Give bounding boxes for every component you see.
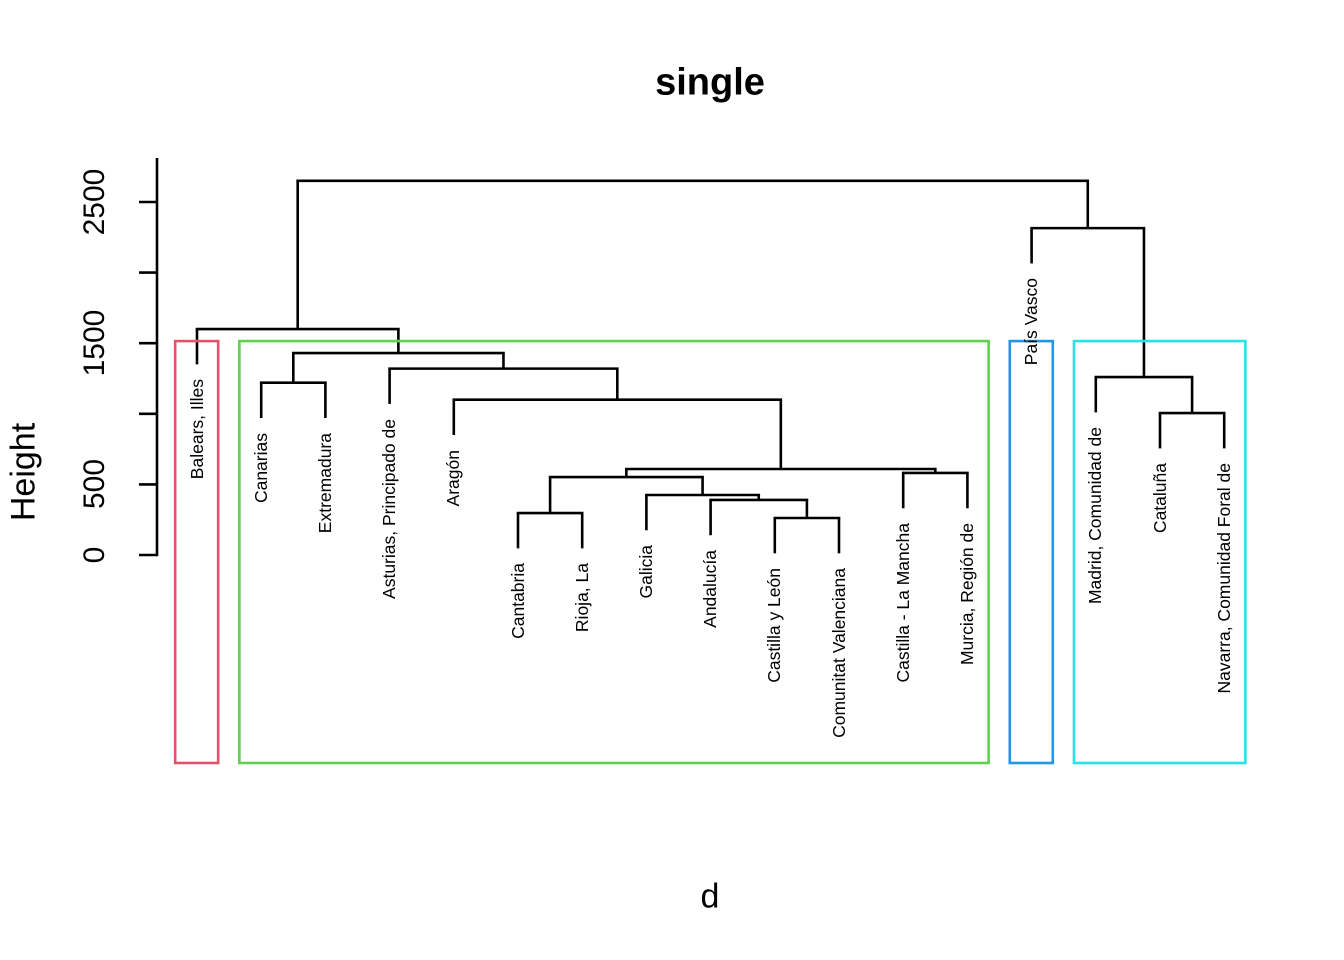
leaf-label-aragon: Aragón <box>443 449 464 507</box>
y-axis-title: Height <box>4 422 43 522</box>
leaf-label-extremadura: Extremadura <box>314 433 335 534</box>
leaf-label-cantabria: Cantabria <box>507 563 528 640</box>
leaf-label-asturias-principado-de: Asturias, Principado de <box>379 418 400 599</box>
chart-title: single <box>655 61 765 104</box>
leaf-label-castilla-y-leon: Castilla y León <box>764 568 785 684</box>
leaf-label-canarias: Canarias <box>250 433 271 504</box>
leaf-label-pais-vasco: País Vasco <box>1021 278 1042 366</box>
leaf-label-murcia-region-de: Murcia, Región de <box>956 523 977 666</box>
leaf-label-rioja-la: Rioja, La <box>571 563 592 633</box>
leaf-label-galicia: Galicia <box>635 545 656 599</box>
y-axis <box>139 158 159 557</box>
leaf-label-navarra-comunidad-foral-de: Navarra, Comunidad Foral de <box>1213 463 1234 694</box>
leaf-label-castilla-la-mancha: Castilla - La Mancha <box>892 523 913 683</box>
cluster-box-1 <box>173 339 220 765</box>
leaf-label-balears-illes: Balears, Illes <box>186 379 207 480</box>
leaf-label-comunitat-valenciana: Comunitat Valenciana <box>828 568 849 739</box>
leaf-label-cataluna: Cataluña <box>1149 463 1170 534</box>
cluster-boxes <box>173 339 1247 765</box>
cluster-box-3 <box>1008 339 1055 765</box>
y-tick-label-2500: 2500 <box>78 168 111 236</box>
cluster-box-2 <box>238 339 990 765</box>
dendrogram-tree <box>195 179 1226 554</box>
y-tick-label-1500: 1500 <box>78 309 111 377</box>
x-axis-title: d <box>700 877 720 916</box>
y-tick-label-500: 500 <box>78 459 111 510</box>
leaf-label-madrid-comunidad-de: Madrid, Comunidad de <box>1085 427 1106 605</box>
leaf-label-andalucia: Andalucía <box>700 550 721 629</box>
cluster-box-4 <box>1072 339 1247 765</box>
y-tick-label-0: 0 <box>78 546 111 564</box>
